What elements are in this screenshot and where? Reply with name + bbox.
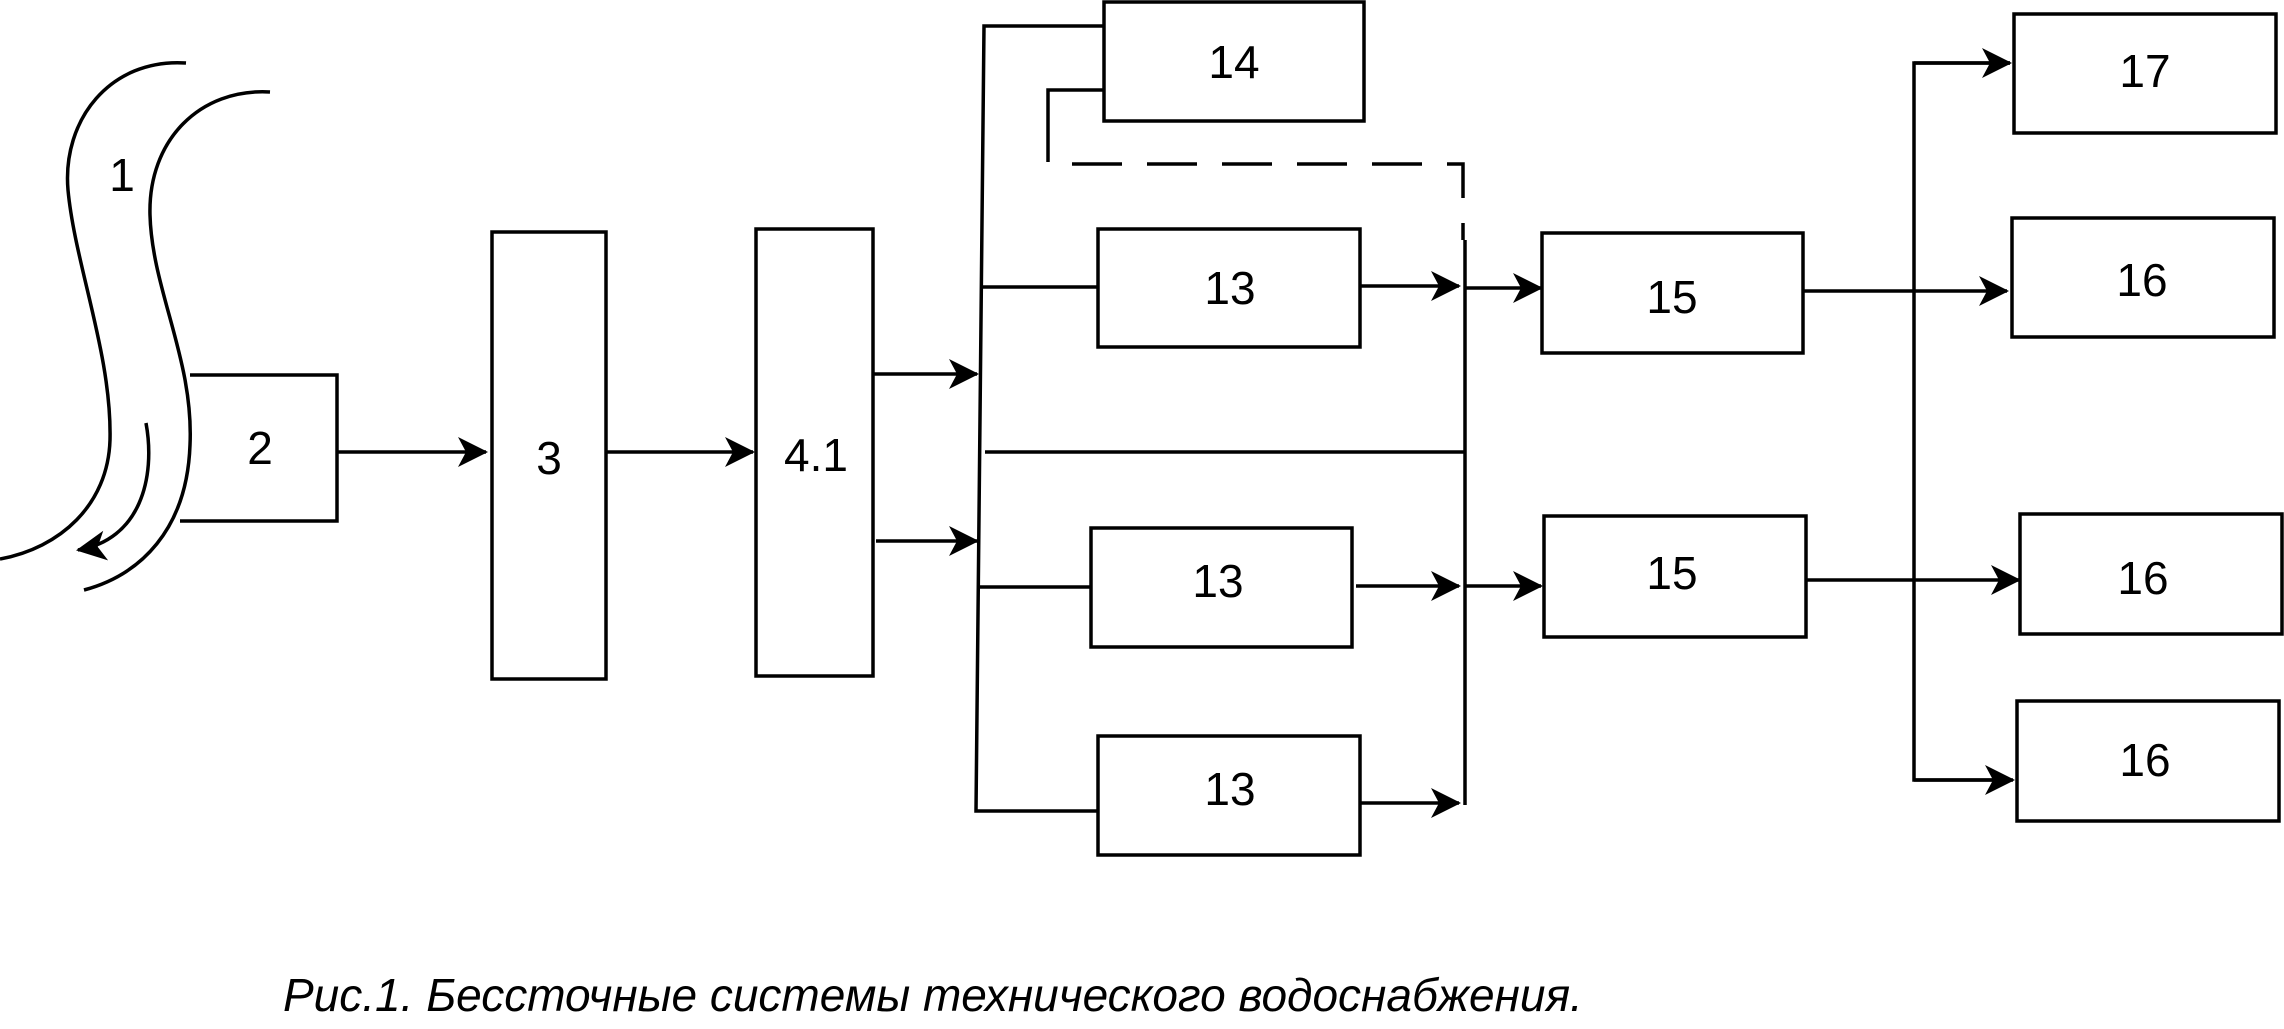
river-label: 1 (109, 149, 135, 201)
block-13-a: 13 (1096, 227, 1362, 349)
block-13-c-label: 13 (1204, 763, 1255, 815)
block-14-label: 14 (1208, 36, 1259, 88)
block-16-b: 16 (2018, 512, 2284, 636)
block-2: 2 (180, 373, 339, 523)
block-13-c: 13 (1096, 734, 1362, 857)
figure-caption: Рис.1. Бессточные системы технического в… (283, 969, 1583, 1021)
block-17-label: 17 (2119, 45, 2170, 97)
block-13-a-label: 13 (1204, 262, 1255, 314)
right-bus (1912, 61, 2010, 782)
block-14-tap (1046, 88, 1104, 162)
block-16-c: 16 (2015, 699, 2281, 823)
block-17: 17 (2012, 12, 2278, 135)
block-3-label: 3 (536, 432, 562, 484)
block-15-a: 15 (1540, 231, 1805, 355)
block-3: 3 (490, 230, 608, 681)
dashed-return-line (1072, 162, 1465, 240)
block-16-a: 16 (2010, 216, 2276, 339)
left-bus (974, 24, 1104, 813)
block-2-label: 2 (247, 422, 273, 474)
block-13-b-label: 13 (1192, 555, 1243, 607)
block-16-b-label: 16 (2117, 552, 2168, 604)
block-14: 14 (1102, 0, 1366, 123)
block-15-b: 15 (1542, 514, 1808, 639)
block-15-b-label: 15 (1646, 547, 1697, 599)
block-4-1-label: 4.1 (784, 429, 848, 481)
block-15-a-label: 15 (1646, 271, 1697, 323)
river: 1 (0, 61, 271, 592)
block-16-c-label: 16 (2119, 734, 2170, 786)
block-4-1: 4.1 (754, 227, 875, 678)
river-flow-arrow (76, 422, 151, 561)
block-13-b: 13 (1089, 526, 1354, 649)
block-16-a-label: 16 (2116, 254, 2167, 306)
